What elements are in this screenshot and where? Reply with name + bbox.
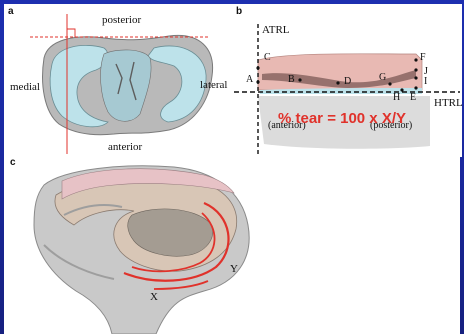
medial-label: medial — [10, 81, 40, 93]
y-label: Y — [230, 263, 238, 275]
point-b-label: B — [288, 74, 295, 85]
point-h-label: H — [393, 92, 400, 103]
panel-c-3d-knee: c Y X — [4, 155, 460, 334]
panel-a-tibial-plateau: a posterior medial lateral anterior — [4, 4, 230, 157]
x-label: X — [150, 291, 158, 303]
panel-b-letter: b — [236, 6, 242, 17]
point-a-label: A — [246, 74, 253, 85]
tear-percentage-formula: % tear = 100 x X/Y — [278, 110, 406, 127]
panel-a-letter: a — [8, 6, 14, 17]
point-i-label: I — [424, 76, 427, 87]
panel-c-letter: c — [10, 157, 16, 168]
panel-c-drawing — [4, 155, 460, 334]
posterior-label: posterior — [102, 14, 141, 26]
point-f-label: F — [420, 52, 426, 63]
point-g-label: G — [379, 72, 386, 83]
htrl-label: HTRL — [434, 97, 463, 109]
point-d-label: D — [344, 76, 351, 87]
point-c-label: C — [264, 52, 271, 63]
atrl-label: ATRL — [262, 24, 290, 36]
panel-b-meniscus-section: b ATRL HTRL C A B D G F J I H E (anterio… — [230, 4, 462, 157]
right-angle-marker — [67, 29, 75, 37]
anterior-label: anterior — [108, 141, 142, 153]
point-e-label: E — [410, 92, 416, 103]
lateral-label: lateral — [200, 79, 227, 91]
